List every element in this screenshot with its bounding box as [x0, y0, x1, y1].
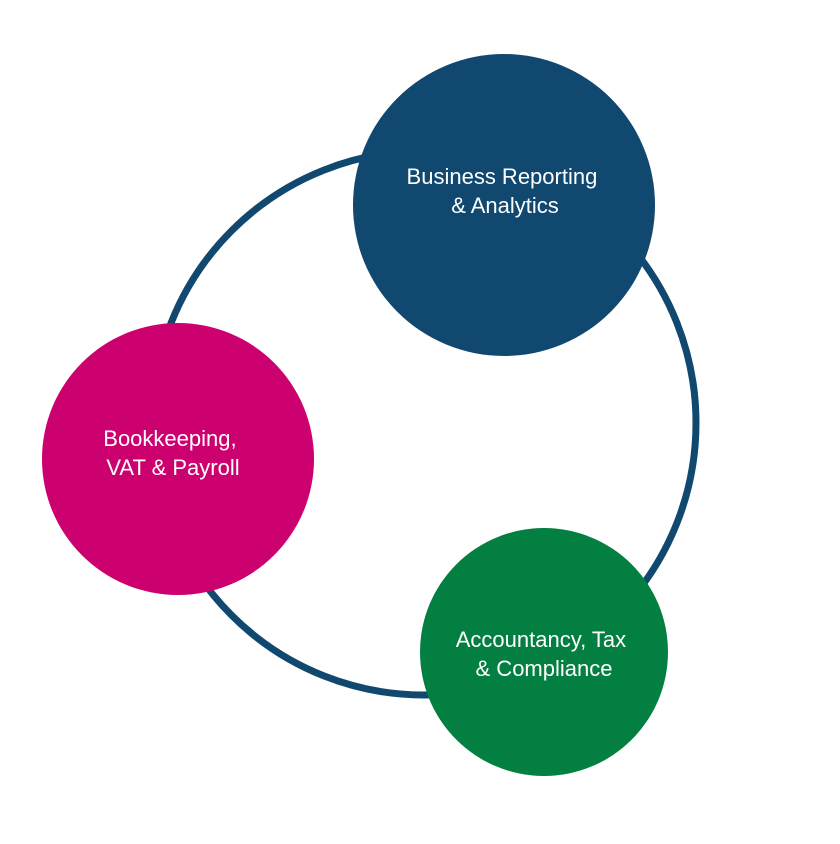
node-bookkeeping-circle [42, 323, 314, 595]
node-bookkeeping: Bookkeeping, VAT & Payroll [42, 323, 314, 595]
node-business-reporting-label-line1: Business Reporting [407, 164, 598, 189]
node-business-reporting-circle [353, 54, 655, 356]
node-business-reporting-label: Business Reporting & Analytics [407, 164, 604, 218]
node-accountancy: Accountancy, Tax & Compliance [420, 528, 668, 776]
node-accountancy-label-line1: Accountancy, Tax [456, 627, 626, 652]
node-bookkeeping-label-line1: Bookkeeping, [103, 426, 236, 451]
node-bookkeeping-label: Bookkeeping, VAT & Payroll [103, 426, 242, 480]
node-bookkeeping-label-line2: VAT & Payroll [106, 455, 239, 480]
node-accountancy-label-line2: & Compliance [476, 656, 613, 681]
node-accountancy-label: Accountancy, Tax & Compliance [456, 627, 633, 681]
node-business-reporting: Business Reporting & Analytics [353, 54, 655, 356]
node-business-reporting-label-line2: & Analytics [451, 193, 559, 218]
node-accountancy-circle [420, 528, 668, 776]
